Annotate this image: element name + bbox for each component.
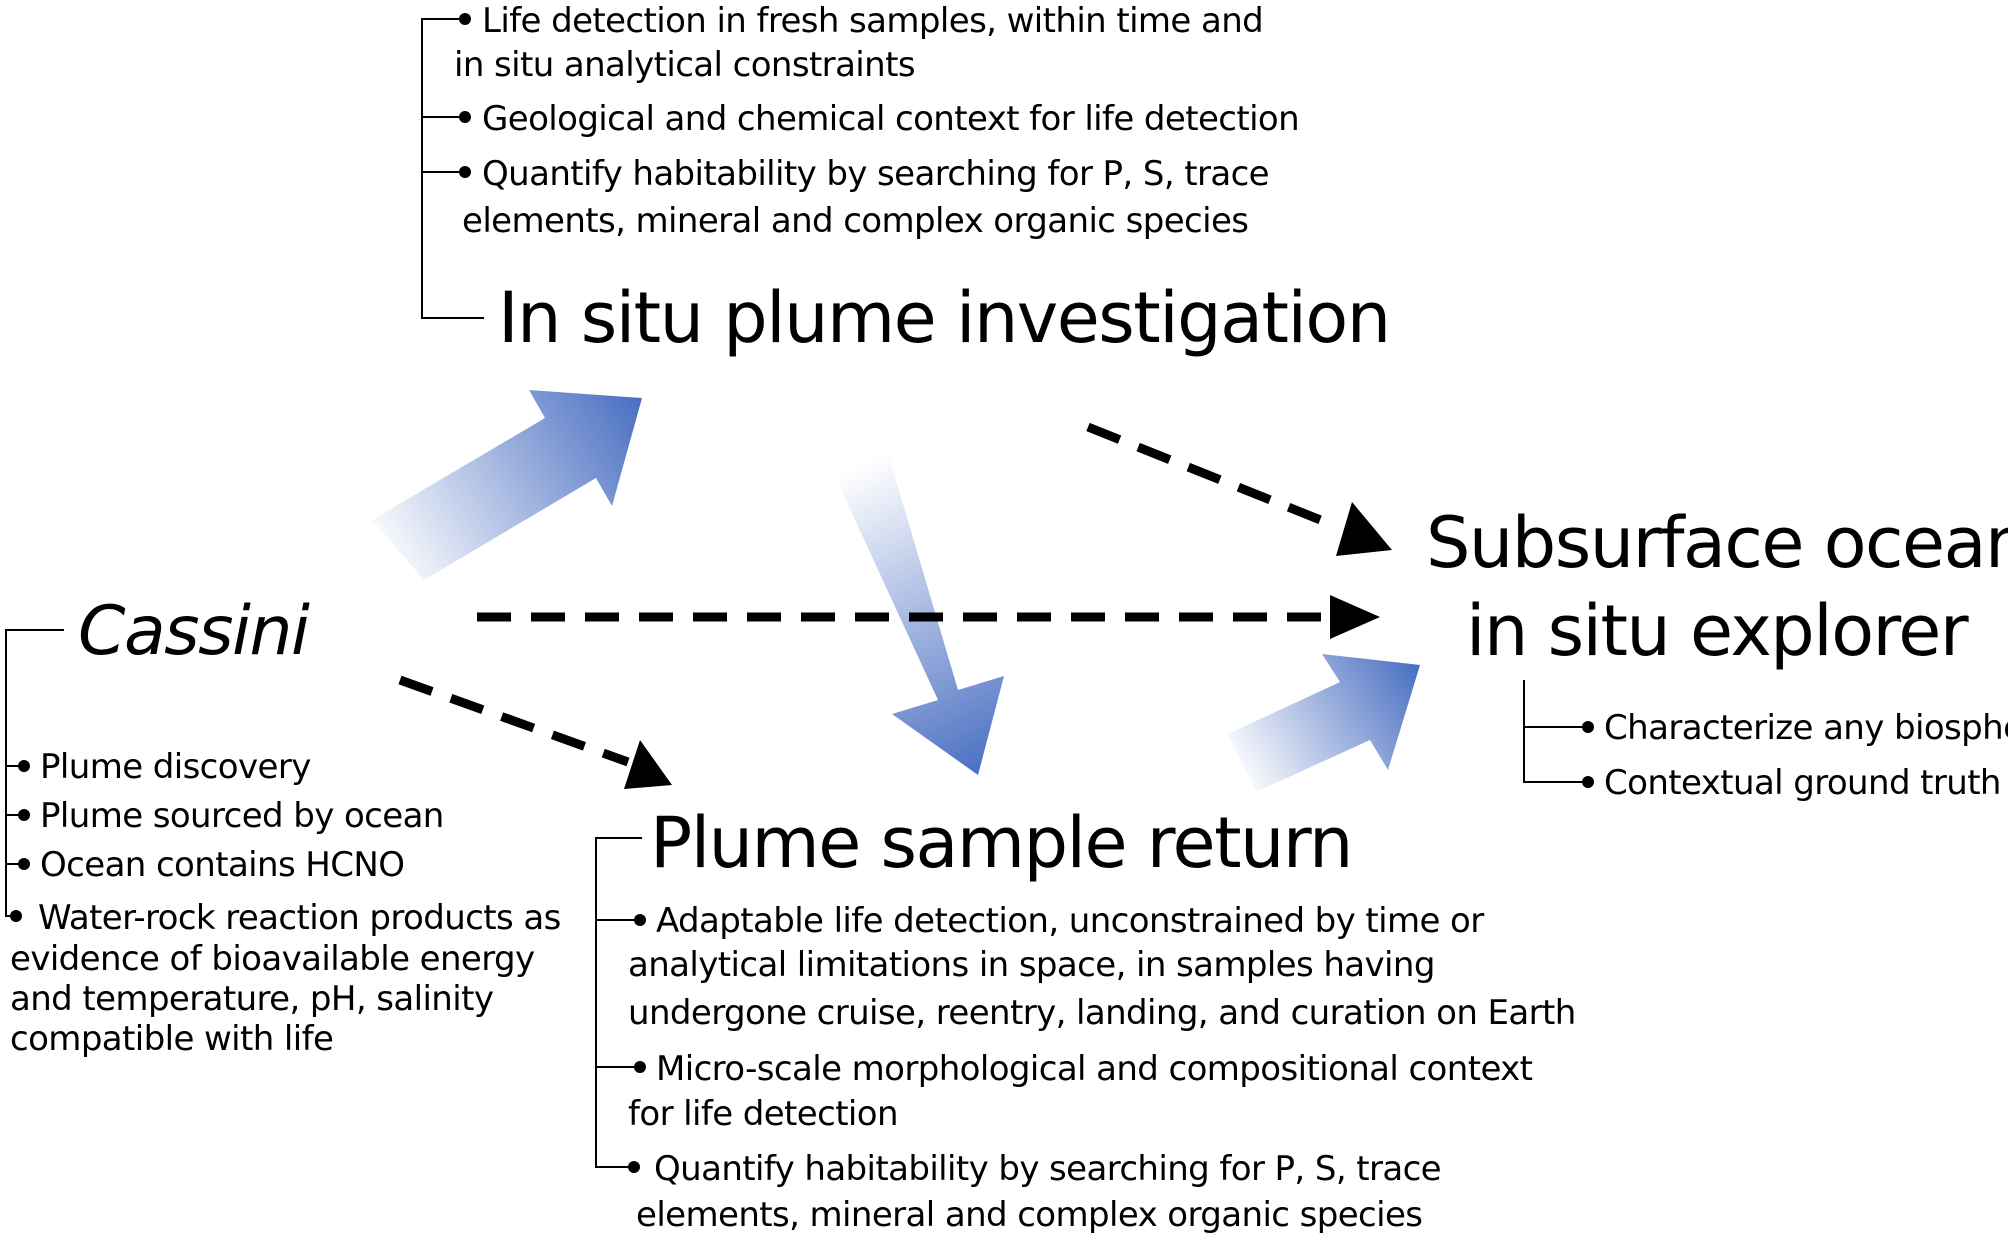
cassini-finding-4: Water-rock reaction products as bbox=[38, 898, 561, 938]
plume-investigation-bracket bbox=[421, 18, 484, 319]
explorer-bullets bbox=[1582, 721, 1594, 788]
plume-investigation-title: In situ plume investigation bbox=[498, 277, 1391, 359]
arrow-cassini-to-plume-investigation bbox=[372, 390, 642, 580]
sample-return-goal-1: Adaptable life detection, unconstrained … bbox=[656, 901, 1484, 941]
cassini-finding-1: Plume discovery bbox=[40, 747, 311, 787]
cassini-title: Cassini bbox=[78, 592, 310, 671]
sample-return-goal-1-cont-2: undergone cruise, reentry, landing, and … bbox=[628, 993, 1576, 1033]
cassini-bullets bbox=[10, 760, 30, 922]
cassini-finding-2: Plume sourced by ocean bbox=[40, 796, 444, 836]
sample-return-goal-3-cont: elements, mineral and complex organic sp… bbox=[636, 1195, 1423, 1235]
sample-return-goal-2: Micro-scale morphological and compositio… bbox=[656, 1049, 1533, 1089]
plume-investigation-goal-3: Quantify habitability by searching for P… bbox=[482, 154, 1270, 194]
explorer-goal-2: Contextual ground truth bbox=[1604, 763, 2001, 803]
explorer-goal-1: Characterize any biosphere bbox=[1604, 708, 2008, 748]
dashed-arrow-investigation-to-explorer bbox=[1086, 422, 1392, 556]
cassini-finding-4-cont-3: compatible with life bbox=[10, 1019, 334, 1059]
arrow-sample-return-to-explorer bbox=[1228, 654, 1420, 792]
cassini-finding-3: Ocean contains HCNO bbox=[40, 845, 405, 885]
sample-return-goal-3: Quantify habitability by searching for P… bbox=[654, 1149, 1442, 1189]
plume-investigation-goal-1: Life detection in fresh samples, within … bbox=[482, 1, 1264, 41]
sample-return-bullets bbox=[628, 914, 646, 1173]
explorer-bracket bbox=[1523, 680, 1584, 783]
dashed-arrow-cassini-to-sample-return bbox=[398, 675, 672, 789]
cassini-finding-4-cont-2: and temperature, pH, salinity bbox=[10, 979, 494, 1019]
plume-investigation-bullets bbox=[459, 13, 471, 178]
plume-investigation-goal-3-cont: elements, mineral and complex organic sp… bbox=[462, 201, 1249, 241]
explorer-title-line1: Subsurface ocean bbox=[1426, 502, 2008, 584]
explorer-title-line2: in situ explorer bbox=[1466, 590, 1969, 672]
plume-investigation-goal-2: Geological and chemical context for life… bbox=[482, 99, 1300, 139]
sample-return-title: Plume sample return bbox=[650, 802, 1353, 884]
dashed-arrow-cassini-to-explorer bbox=[477, 595, 1380, 639]
sample-return-goal-1-cont-1: analytical limitations in space, in samp… bbox=[628, 945, 1435, 985]
sample-return-goal-2-cont: for life detection bbox=[628, 1094, 899, 1134]
sample-return-bracket bbox=[595, 837, 642, 1168]
cassini-finding-4-cont-1: evidence of bioavailable energy bbox=[10, 939, 535, 979]
plume-investigation-goal-1-cont: in situ analytical constraints bbox=[454, 45, 916, 85]
